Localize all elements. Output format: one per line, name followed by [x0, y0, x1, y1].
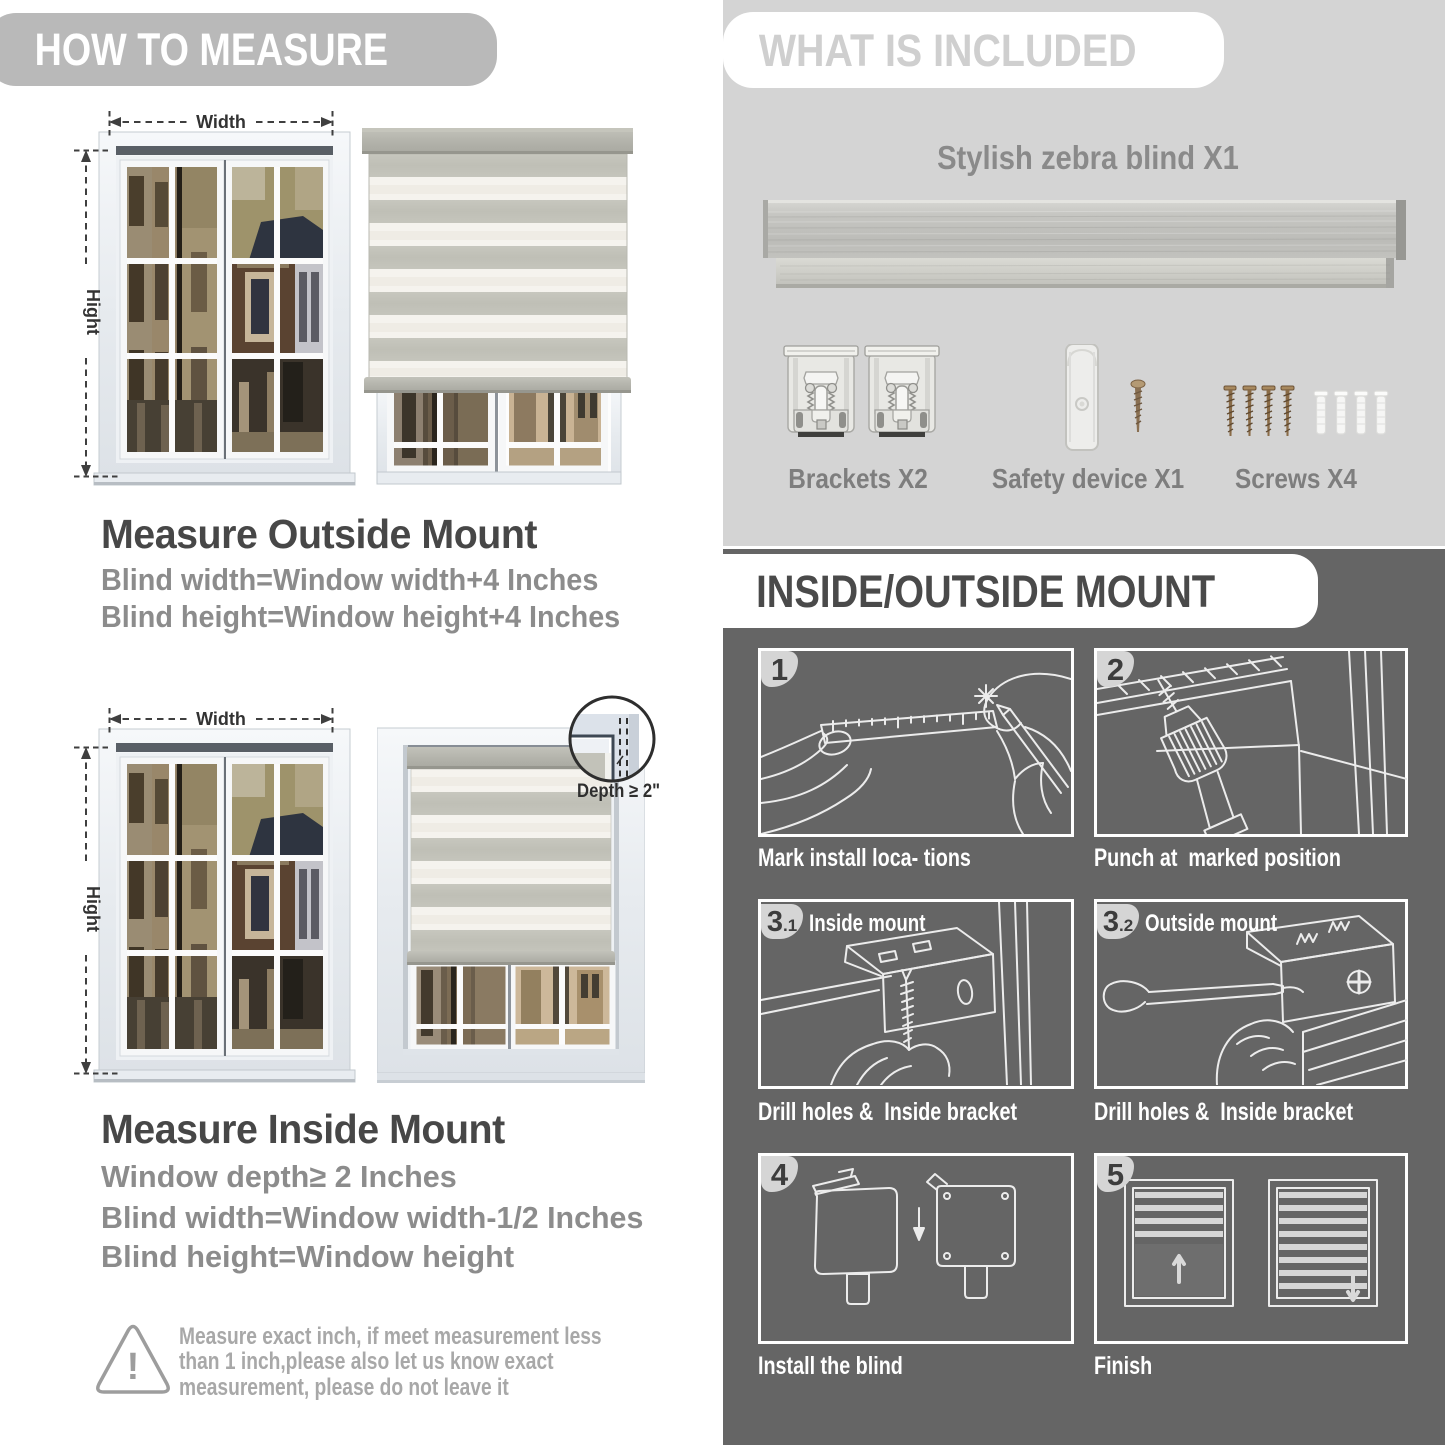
svg-text:!: !	[127, 1346, 140, 1388]
svg-text:Hight: Hight	[83, 289, 103, 335]
svg-text:Width: Width	[196, 709, 246, 729]
svg-text:Width: Width	[196, 112, 246, 132]
svg-text:Hight: Hight	[83, 886, 103, 932]
